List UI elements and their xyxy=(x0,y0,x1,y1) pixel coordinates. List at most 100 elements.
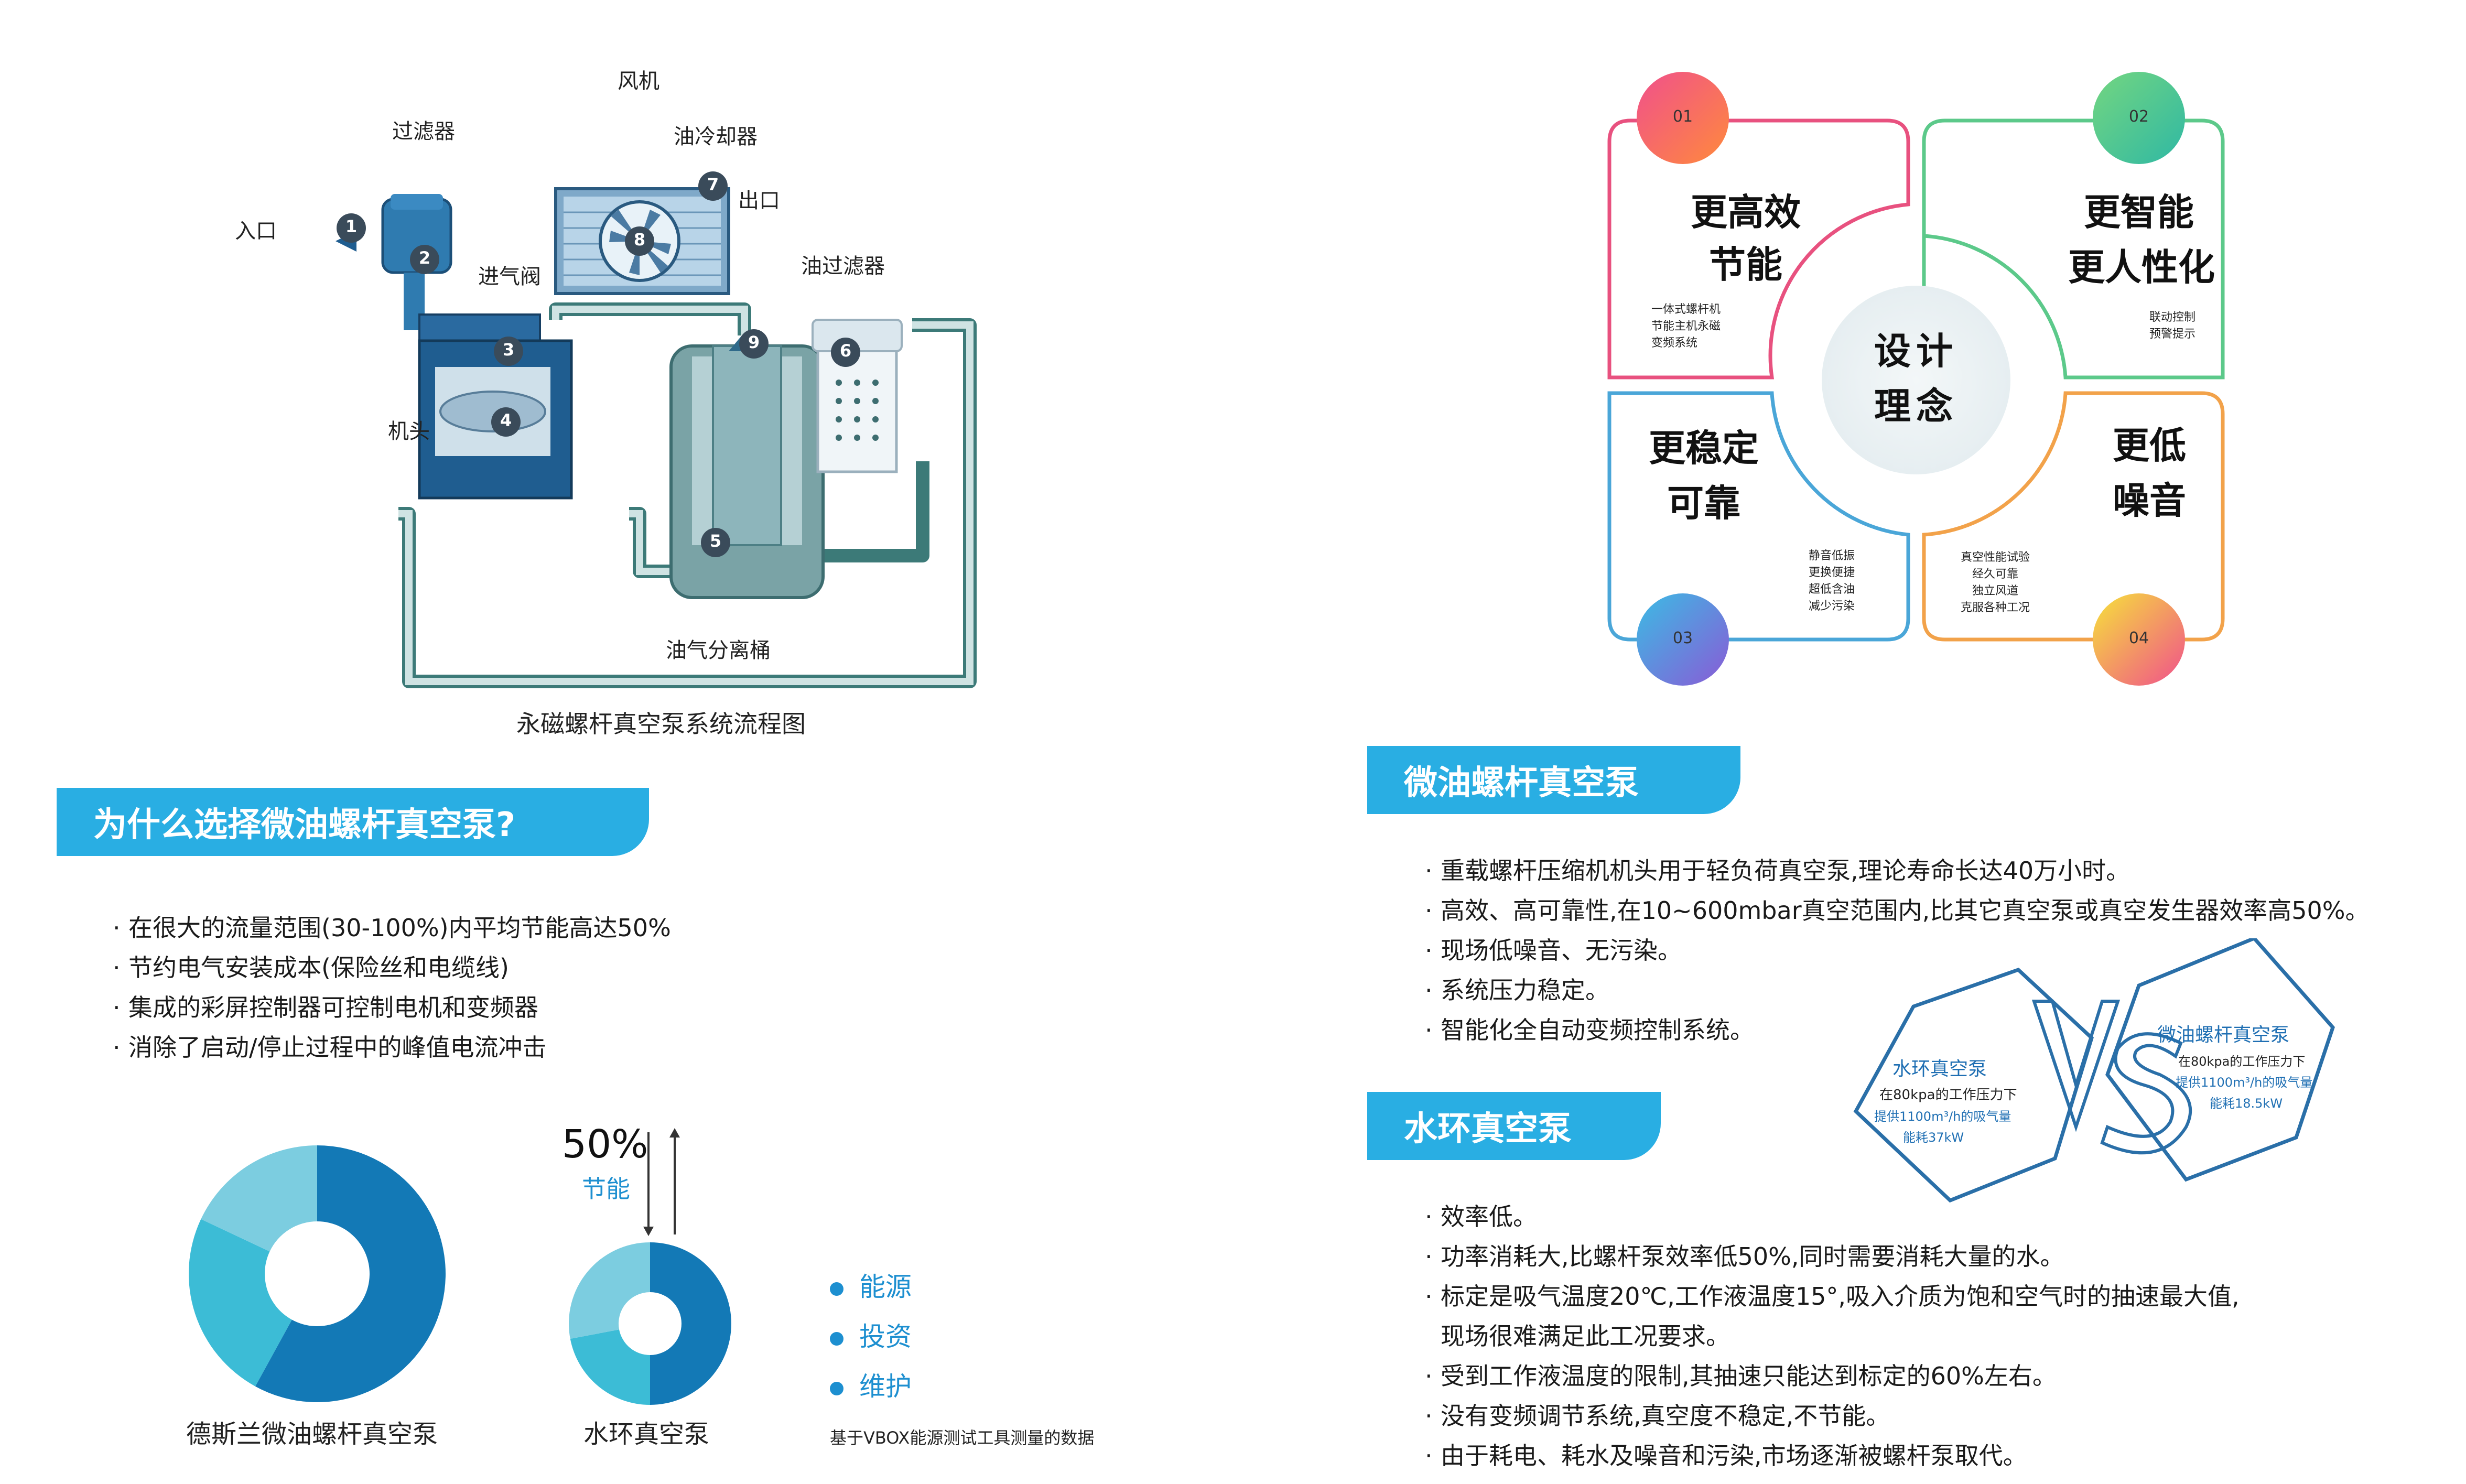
badge-number-9: 9 xyxy=(748,332,760,352)
concept-q1-sub-1: 一体式螺杆机 xyxy=(1651,303,1721,316)
legend-dot xyxy=(830,1331,843,1346)
concept-q1-sub-3: 变频系统 xyxy=(1651,337,1698,350)
savings-arrows xyxy=(643,1128,680,1236)
concept-center-line1: 设计 xyxy=(1874,330,1958,373)
legend-dot xyxy=(830,1282,843,1296)
label-intake-valve: 进气阀 xyxy=(478,265,541,289)
diagram-caption: 永磁螺杆真空泵系统流程图 xyxy=(516,710,806,738)
label-fan: 风机 xyxy=(618,69,659,93)
flow-diagram xyxy=(336,171,977,688)
savings-percent: 50% xyxy=(562,1122,648,1167)
vs-graphic xyxy=(1853,938,2335,1203)
vs-left-line-3: 能耗37kW xyxy=(1903,1130,1964,1145)
donut-right-label: 水环真空泵 xyxy=(583,1420,710,1449)
vs-left-line-1: 在80kpa的工作压力下 xyxy=(1879,1087,2017,1103)
concept-q4-title-1: 更低 xyxy=(2113,424,2186,467)
micro-oil-title: 微油螺杆真空泵 xyxy=(1404,764,1639,803)
vs-right-line-1: 在80kpa的工作压力下 xyxy=(2178,1054,2306,1069)
concept-q2-sub-2: 预警提示 xyxy=(2149,328,2196,341)
donut-segment xyxy=(570,1329,650,1405)
list-item: ·受到工作液温度的限制,其抽速只能达到标定的60%左右。 xyxy=(1425,1362,2057,1390)
label-separator: 油气分离桶 xyxy=(666,638,771,663)
concept-q2-title-2: 更人性化 xyxy=(2068,246,2215,289)
concept-q1-title-2: 节能 xyxy=(1709,243,1782,286)
concept-q4-sub-3: 独立风道 xyxy=(1972,584,2019,598)
list-item: ·集成的彩屏控制器可控制电机和变频器 xyxy=(113,993,538,1022)
badge-number-2: 2 xyxy=(418,248,431,268)
concept-number-02: 02 xyxy=(2128,107,2149,126)
list-item: ·智能化全自动变频控制系统。 xyxy=(1425,1016,1754,1044)
why-title: 为什么选择微油螺杆真空泵? xyxy=(93,806,516,844)
list-item: ·高效、高可靠性,在10~600mbar真空范围内,比其它真空泵或真空发生器效率… xyxy=(1425,896,2370,925)
concept-number-04: 04 xyxy=(2128,629,2149,647)
list-item: ·现场很难满足此工况要求。 xyxy=(1441,1322,1730,1350)
donut-segment xyxy=(201,1145,317,1252)
list-item: ·现场低噪音、无污染。 xyxy=(1425,936,1682,965)
label-outlet: 出口 xyxy=(738,189,780,213)
badge-number-8: 8 xyxy=(633,230,646,250)
concept-q3-sub-1: 静音低振 xyxy=(1809,549,1855,562)
donut-left-label: 德斯兰微油螺杆真空泵 xyxy=(186,1420,438,1449)
list-item: ·由于耗电、耗水及噪音和污染,市场逐渐被螺杆泵取代。 xyxy=(1425,1442,2027,1470)
label-head: 机头 xyxy=(388,419,430,443)
concept-q1-sub-2: 节能主机永磁 xyxy=(1651,320,1721,333)
donut-segment xyxy=(255,1145,446,1402)
concept-center-line2: 理念 xyxy=(1874,385,1958,428)
water-ring-list: ·效率低。 ·功率消耗大,比螺杆泵效率低50%,同时需要消耗大量的水。 ·标定是… xyxy=(1425,1197,2240,1476)
vs-right-title: 微油螺杆真空泵 xyxy=(2157,1024,2290,1046)
concept-q3-sub-3: 超低含油 xyxy=(1809,583,1855,596)
donut-segment xyxy=(569,1242,650,1339)
concept-q1-title-1: 更高效 xyxy=(1691,191,1801,234)
list-item: ·系统压力稳定。 xyxy=(1425,976,1609,1004)
vs-right-line-3: 能耗18.5kW xyxy=(2210,1096,2283,1111)
micro-oil-list: ·重载螺杆压缩机机头用于轻负荷真空泵,理论寿命长达40万小时。 ·高效、高可靠性… xyxy=(1425,851,2369,1050)
concept-q3-title-2: 可靠 xyxy=(1667,482,1740,525)
concept-number-01: 01 xyxy=(1672,107,1693,126)
list-item: ·重载螺杆压缩机机头用于轻负荷真空泵,理论寿命长达40万小时。 xyxy=(1425,857,2130,885)
label-filter: 过滤器 xyxy=(392,120,455,144)
list-item: ·节约电气安装成本(保险丝和电缆线) xyxy=(113,954,509,982)
badge-number-4: 4 xyxy=(500,410,512,430)
concept-q2-sub-1: 联动控制 xyxy=(2149,311,2196,324)
label-inlet: 入口 xyxy=(235,219,277,243)
legend-dot xyxy=(830,1381,843,1395)
list-item: ·效率低。 xyxy=(1425,1203,1537,1231)
concept-q4-sub-2: 经久可靠 xyxy=(1972,568,2019,581)
donut-segment xyxy=(650,1242,731,1405)
why-list: ·在很大的流量范围(30-100%)内平均节能高达50% ·节约电气安装成本(保… xyxy=(113,908,671,1067)
label-oil-filter: 油过滤器 xyxy=(801,254,885,278)
list-item: ·在很大的流量范围(30-100%)内平均节能高达50% xyxy=(113,914,671,942)
badge-number-1: 1 xyxy=(345,216,358,236)
legend-energy: 能源 xyxy=(830,1266,912,1304)
badge-number-3: 3 xyxy=(502,340,515,360)
vs-left-line-2: 提供1100m³/h的吸气量 xyxy=(1874,1109,2011,1124)
donut-chart-left xyxy=(188,1145,446,1402)
vs-right-line-2: 提供1100m³/h的吸气量 xyxy=(2176,1075,2313,1090)
concept-diagram xyxy=(1607,72,2225,686)
label-oil-cooler: 油冷却器 xyxy=(674,125,758,149)
list-item: ·消除了启动/停止过程中的峰值电流冲击 xyxy=(113,1033,547,1061)
concept-q2-title-1: 更智能 xyxy=(2084,191,2194,234)
badge-number-6: 6 xyxy=(839,341,852,361)
why-banner: 为什么选择微油螺杆真空泵? xyxy=(57,788,649,856)
concept-q3-title-1: 更稳定 xyxy=(1649,427,1759,470)
concept-number-03: 03 xyxy=(1672,629,1693,647)
concept-q4-title-2: 噪音 xyxy=(2113,479,2186,522)
badge-number-7: 7 xyxy=(707,175,719,194)
list-item: ·没有变频调节系统,真空度不稳定,不节能。 xyxy=(1425,1402,1890,1430)
concept-q3-sub-2: 更换便捷 xyxy=(1809,566,1855,579)
list-item: ·标定是吸气温度20℃,工作液温度15°,吸入介质为饱和空气时的抽速最大值, xyxy=(1425,1282,2240,1310)
micro-oil-banner: 微油螺杆真空泵 xyxy=(1367,746,1740,814)
water-ring-banner: 水环真空泵 xyxy=(1367,1092,1661,1160)
donut-chart-right xyxy=(569,1242,731,1405)
savings-note: 基于VBOX能源测试工具测量的数据 xyxy=(830,1428,1095,1448)
list-item: ·功率消耗大,比螺杆泵效率低50%,同时需要消耗大量的水。 xyxy=(1425,1242,2064,1271)
badge-number-5: 5 xyxy=(709,531,722,551)
vs-left-title: 水环真空泵 xyxy=(1892,1058,1987,1080)
concept-q4-sub-1: 真空性能试验 xyxy=(1961,551,2030,564)
savings-label: 节能 xyxy=(582,1175,630,1203)
legend-maintenance: 维护 xyxy=(830,1366,912,1403)
donut-segment xyxy=(188,1219,292,1386)
legend-investment: 投资 xyxy=(830,1316,912,1353)
concept-q4-sub-4: 克服各种工况 xyxy=(1961,601,2030,614)
